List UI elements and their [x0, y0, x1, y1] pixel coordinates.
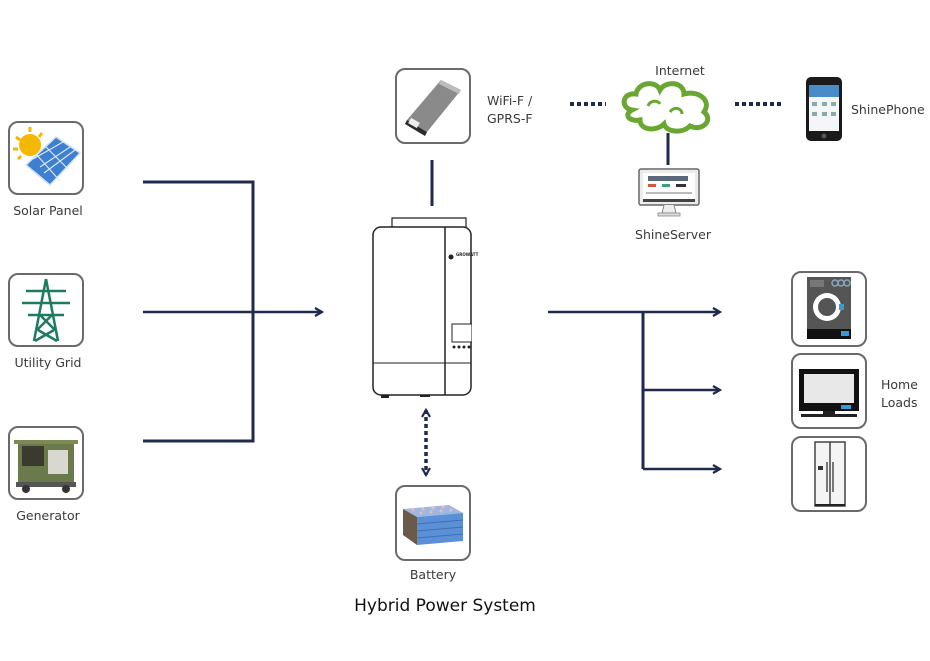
home-loads-label-line2: Loads: [881, 395, 918, 410]
generator-icon: [14, 440, 78, 493]
refrigerator-tile: [791, 436, 867, 512]
monitor-icon: [638, 168, 700, 217]
tv-icon: [799, 369, 859, 417]
internet-label: Internet: [655, 63, 705, 78]
wifi-dongle-icon: [405, 80, 461, 136]
inverter-brand: GROWATT: [456, 252, 479, 257]
smartphone-icon: [806, 77, 842, 141]
diagram-title: Hybrid Power System: [354, 596, 536, 616]
battery-icon: [403, 505, 464, 545]
utility-grid-tile: [8, 273, 84, 347]
utility-grid-label: Utility Grid: [14, 355, 82, 370]
inverter-icon: [372, 217, 473, 398]
datalogger-label: WiFi-F / GPRS-F: [487, 92, 533, 128]
solar-panel-tile: [8, 121, 84, 195]
datalogger-label-line1: WiFi-F /: [487, 93, 533, 108]
solar-panel-icon: [13, 127, 82, 187]
refrigerator-icon: [814, 441, 846, 507]
home-loads-label-line1: Home: [881, 377, 918, 392]
shinephone-label: ShinePhone: [851, 102, 925, 117]
washing-machine-tile: [791, 271, 867, 347]
datalogger-tile: [395, 68, 471, 144]
solar-panel-label: Solar Panel: [13, 203, 83, 218]
home-loads-label: Home Loads: [881, 376, 918, 412]
generator-tile: [8, 426, 84, 500]
cloud-icon: [621, 81, 711, 134]
battery-tile: [395, 485, 471, 561]
washing-machine-icon: [807, 277, 851, 339]
generator-label: Generator: [16, 508, 80, 523]
datalogger-label-line2: GPRS-F: [487, 111, 533, 126]
transmission-tower-icon: [22, 278, 70, 343]
tv-tile: [791, 353, 867, 429]
hybrid-inverter: GROWATT: [372, 213, 478, 398]
shineserver-label: ShineServer: [635, 227, 711, 242]
battery-label: Battery: [409, 567, 457, 582]
